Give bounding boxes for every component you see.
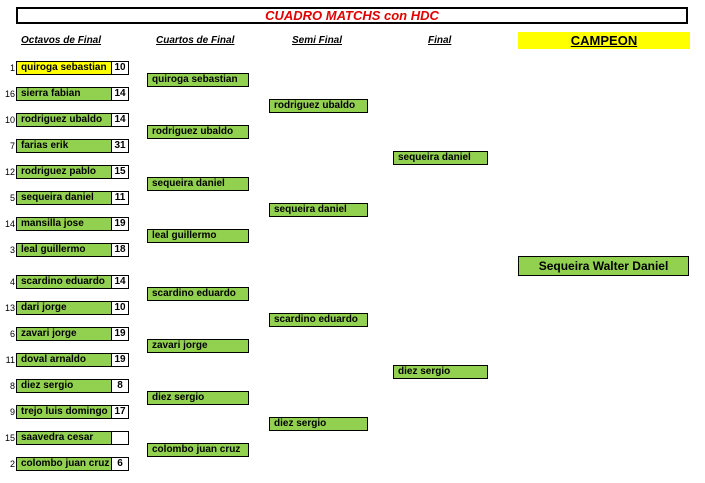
seed-number: 11	[5, 355, 15, 365]
player-cell[interactable]: sierra fabian	[16, 87, 112, 101]
player-cell[interactable]: sequeira daniel	[393, 151, 488, 165]
player-cell[interactable]: leal guillermo	[16, 243, 112, 257]
score-cell[interactable]: 14	[111, 113, 129, 127]
score-cell[interactable]: 19	[111, 217, 129, 231]
player-cell[interactable]: colombo juan cruz	[16, 457, 112, 471]
score-cell[interactable]: 10	[111, 301, 129, 315]
player-cell[interactable]: zavari jorge	[16, 327, 112, 341]
score-cell[interactable]: 17	[111, 405, 129, 419]
player-cell[interactable]: mansilla jose	[16, 217, 112, 231]
score-cell[interactable]: 19	[111, 327, 129, 341]
player-cell[interactable]: rodriguez ubaldo	[147, 125, 249, 139]
player-cell[interactable]: diez sergio	[393, 365, 488, 379]
player-cell[interactable]: sequeira daniel	[16, 191, 112, 205]
score-cell[interactable]: 15	[111, 165, 129, 179]
seed-number: 4	[9, 277, 15, 287]
sheet-title: CUADRO MATCHS con HDC	[16, 7, 688, 24]
player-cell[interactable]: saavedra cesar	[16, 431, 112, 445]
score-cell[interactable]: 14	[111, 87, 129, 101]
header-campeon: CAMPEON	[518, 32, 690, 49]
player-cell[interactable]: colombo juan cruz	[147, 443, 249, 457]
player-cell[interactable]: scardino eduardo	[269, 313, 368, 327]
player-cell[interactable]: quiroga sebastian	[16, 61, 112, 75]
player-cell[interactable]: rodriguez ubaldo	[269, 99, 368, 113]
score-cell[interactable]: 18	[111, 243, 129, 257]
seed-number: 8	[9, 381, 15, 391]
seed-number: 7	[9, 141, 15, 151]
player-cell[interactable]: quiroga sebastian	[147, 73, 249, 87]
score-cell[interactable]	[111, 431, 129, 445]
seed-number: 9	[9, 407, 15, 417]
player-cell[interactable]: rodriguez ubaldo	[16, 113, 112, 127]
seed-number: 1	[9, 63, 15, 73]
player-cell[interactable]: leal guillermo	[147, 229, 249, 243]
player-cell[interactable]: rodriguez pablo	[16, 165, 112, 179]
seed-number: 2	[9, 459, 15, 469]
seed-number: 14	[4, 219, 15, 229]
seed-number: 13	[4, 303, 15, 313]
seed-number: 3	[9, 245, 15, 255]
player-cell[interactable]: scardino eduardo	[147, 287, 249, 301]
header-final: Final	[428, 35, 452, 46]
player-cell[interactable]: sequeira daniel	[269, 203, 368, 217]
score-cell[interactable]: 19	[111, 353, 129, 367]
player-cell[interactable]: dari jorge	[16, 301, 112, 315]
player-cell[interactable]: sequeira daniel	[147, 177, 249, 191]
player-cell[interactable]: trejo luis domingo	[16, 405, 112, 419]
header-cuartos: Cuartos de Final	[156, 35, 235, 46]
score-cell[interactable]: 31	[111, 139, 129, 153]
score-cell[interactable]: 6	[111, 457, 129, 471]
player-cell[interactable]: scardino eduardo	[16, 275, 112, 289]
score-cell[interactable]: 14	[111, 275, 129, 289]
player-cell[interactable]: farias erik	[16, 139, 112, 153]
header-octavos: Octavos de Final	[21, 35, 102, 46]
player-cell[interactable]: diez sergio	[147, 391, 249, 405]
champion-cell[interactable]: Sequeira Walter Daniel	[518, 256, 689, 276]
seed-number: 15	[4, 433, 15, 443]
player-cell[interactable]: diez sergio	[269, 417, 368, 431]
score-cell[interactable]: 11	[111, 191, 129, 205]
seed-number: 10	[4, 115, 15, 125]
seed-number: 6	[9, 329, 15, 339]
seed-number: 5	[9, 193, 15, 203]
seed-number: 16	[4, 89, 15, 99]
seed-number: 12	[4, 167, 15, 177]
player-cell[interactable]: zavari jorge	[147, 339, 249, 353]
player-cell[interactable]: diez sergio	[16, 379, 112, 393]
score-cell[interactable]: 10	[111, 61, 129, 75]
header-semi: Semi Final	[292, 35, 343, 46]
score-cell[interactable]: 8	[111, 379, 129, 393]
player-cell[interactable]: doval arnaldo	[16, 353, 112, 367]
